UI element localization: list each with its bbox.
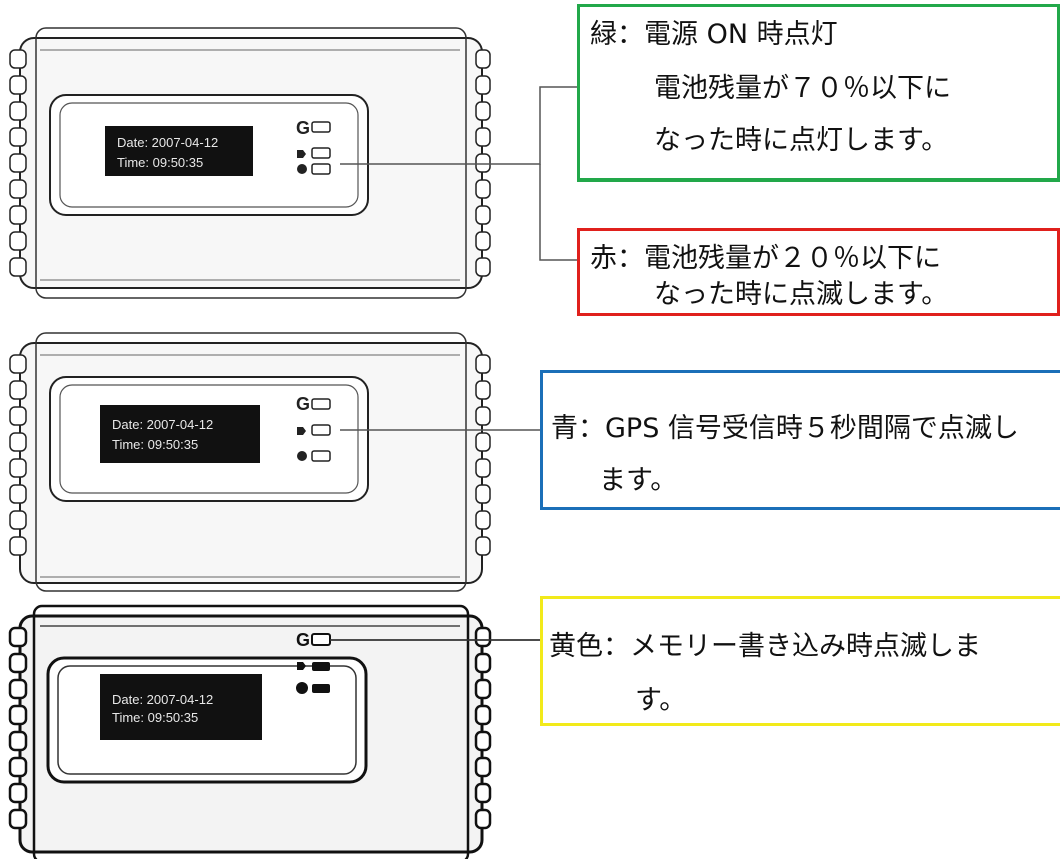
device-unit-3: Date: 2007-04-12 Time: 09:50:35 G <box>8 604 492 859</box>
callout-blue-line-2: ます。 <box>599 465 678 496</box>
callout-green-line-3: なった時に点灯します。 <box>654 125 949 156</box>
led-indicator-middle <box>311 424 331 436</box>
lcd-screen <box>100 674 262 740</box>
lcd-time: Time: 09:50:35 <box>112 437 198 452</box>
right-grip-ridges <box>475 49 491 277</box>
led-indicator-top <box>311 633 331 646</box>
gps-icon: G <box>296 394 310 414</box>
led-indicator-bottom <box>311 450 331 462</box>
right-grip-ridges <box>475 354 491 556</box>
led-indicator-bottom <box>312 684 330 693</box>
left-grip-ridges <box>9 49 27 277</box>
callout-yellow-line-2: す。 <box>635 685 687 716</box>
device-unit-2: Date: 2007-04-12 Time: 09:50:35 G <box>9 332 491 592</box>
led-indicator-top <box>311 398 331 410</box>
callout-green-line-2: 電池残量が７０％以下に <box>654 73 951 104</box>
power-icon <box>297 164 307 174</box>
left-grip-ridges <box>9 354 27 556</box>
callout-yellow: 黄色：メモリー書き込み時点滅しま す。 <box>540 596 1060 726</box>
gps-icon: G <box>296 118 310 138</box>
led-indicator-top <box>311 121 331 133</box>
callout-red-line-2: なった時に点滅します。 <box>654 279 949 310</box>
lcd-time: Time: 09:50:35 <box>117 155 203 170</box>
left-grip-ridges <box>8 626 28 830</box>
gps-icon: G <box>296 630 310 650</box>
callout-green: 緑：電源 ON 時点灯 電池残量が７０％以下に なった時に点灯します。 <box>577 4 1060 182</box>
callout-green-line-1: 緑：電源 ON 時点灯 <box>590 19 838 50</box>
callout-yellow-line-1: 黄色：メモリー書き込み時点滅しま <box>549 631 981 662</box>
lcd-time: Time: 09:50:35 <box>112 710 198 725</box>
battery-status-icon <box>297 662 306 670</box>
lcd-date: Date: 2007-04-12 <box>117 135 218 150</box>
lcd-screen <box>100 405 260 463</box>
leader-line-device1 <box>340 86 578 261</box>
lcd-date: Date: 2007-04-12 <box>112 692 213 707</box>
device-unit-1: Date: 2007-04-12 Time: 09:50:35 G <box>9 27 491 299</box>
svg-text:G: G <box>296 118 310 138</box>
power-icon <box>297 451 307 461</box>
led-indicator-bottom <box>311 163 331 175</box>
svg-text:G: G <box>296 394 310 414</box>
power-icon <box>296 682 308 694</box>
callout-blue: 青：GPS 信号受信時５秒間隔で点滅し ます。 <box>540 370 1060 510</box>
callout-red: 赤：電池残量が２０％以下に なった時に点滅します。 <box>577 228 1060 316</box>
battery-status-icon <box>297 150 306 158</box>
led-indicator-middle <box>312 662 330 671</box>
lcd-date: Date: 2007-04-12 <box>112 417 213 432</box>
lcd-screen <box>105 126 253 176</box>
battery-status-icon <box>297 427 306 435</box>
led-indicator-middle <box>311 147 331 159</box>
right-grip-ridges <box>474 626 492 830</box>
svg-text:G: G <box>296 630 310 650</box>
callout-blue-line-1: 青：GPS 信号受信時５秒間隔で点滅し <box>551 413 1019 444</box>
callout-red-line-1: 赤：電池残量が２０％以下に <box>590 243 941 274</box>
